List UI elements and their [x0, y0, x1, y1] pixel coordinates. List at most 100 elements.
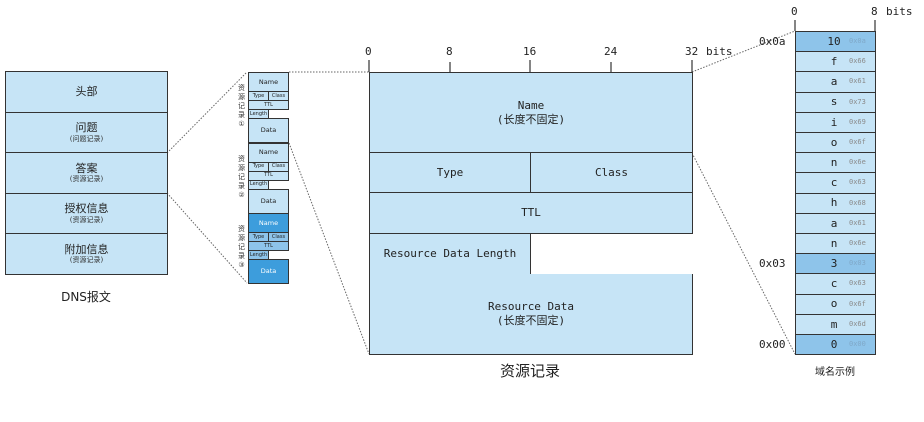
record-label-char: 录 — [238, 111, 245, 119]
byte-char: o — [830, 135, 838, 149]
field-class: Class — [530, 152, 693, 193]
dns-section: 附加信息(资源记录) — [5, 233, 168, 275]
byte-axis-unit: bits — [886, 5, 913, 18]
dns-section-name: 授权信息 — [64, 202, 109, 215]
connector-line — [288, 142, 370, 355]
byte-axis-tick-label: 0 — [791, 5, 798, 18]
connector-line — [166, 71, 248, 154]
dns-section: 问题(问题记录) — [5, 111, 168, 153]
field-ttl: TTL — [369, 192, 693, 234]
dns-section-name: 答案 — [75, 161, 98, 175]
byte-hex: 0x6f — [849, 299, 866, 308]
connector-line — [691, 30, 796, 73]
byte-char: i — [830, 115, 838, 129]
record-name: Name — [248, 213, 289, 233]
record-label-char: 录 — [238, 181, 245, 190]
dns-section-sub: (资源记录) — [69, 256, 104, 265]
byte-axis-tick-label: 8 — [871, 5, 878, 18]
dns-section: 头部 — [5, 71, 168, 113]
field-rdata-sub: (长度不固定) — [496, 314, 566, 327]
dns-section-name: 头部 — [75, 84, 98, 98]
byte-char: h — [830, 196, 838, 210]
dns-section-name: 附加信息 — [64, 242, 109, 256]
byte-char: n — [830, 155, 838, 169]
byte-char: m — [830, 317, 838, 331]
record-label-char: ① — [238, 120, 245, 128]
byte-hex: 0x6e — [849, 158, 866, 167]
byte-row: 3 — [795, 253, 876, 275]
axis-unit: bits — [706, 45, 733, 58]
byte-hex: 0x63 — [849, 178, 866, 187]
byte-char: o — [830, 297, 838, 311]
axis-tick-label: 16 — [523, 45, 537, 58]
field-rdata: Resource Data (长度不固定) — [369, 274, 693, 355]
byte-offset-label: 0x03 — [759, 257, 786, 271]
record-data: Data — [248, 259, 289, 284]
record-name: Name — [248, 142, 289, 163]
byte-row: o — [795, 293, 876, 315]
connector-line — [166, 192, 248, 284]
byte-hex: 0x69 — [849, 117, 866, 126]
record-label-char: 记 — [238, 102, 245, 110]
byte-hex: 0x68 — [849, 198, 866, 207]
field-name-label: Name — [517, 98, 545, 112]
byte-hex: 0x61 — [849, 77, 866, 86]
record-label-char: 资 — [238, 225, 245, 233]
field-rdlength: Resource Data Length — [369, 233, 531, 275]
dns-section: 授权信息(资源记录) — [5, 192, 168, 234]
record-data: Data — [248, 118, 289, 143]
byte-char: 3 — [830, 256, 838, 270]
byte-char: a — [830, 75, 838, 89]
axis-tick-label: 24 — [604, 45, 618, 58]
byte-hex: 0x6f — [849, 138, 866, 146]
field-name: Name (长度不固定) — [369, 72, 693, 153]
dns-section: 答案(资源记录) — [5, 152, 168, 194]
axis-tick-label: 0 — [365, 45, 372, 58]
byte-char: n — [830, 236, 838, 250]
record-label-char: 记 — [238, 172, 245, 181]
byte-char: c — [830, 176, 838, 190]
byte-hex: 0x03 — [849, 259, 866, 268]
record-label-char: ② — [238, 190, 245, 199]
field-name-sub: (长度不固定) — [496, 112, 566, 126]
record-label-char: 源 — [238, 93, 245, 101]
record-data: Data — [248, 188, 289, 214]
record-label-char: 记 — [238, 243, 245, 251]
record-label-char: 资 — [238, 154, 245, 163]
record-label-char: 源 — [238, 163, 245, 172]
connector-line — [691, 152, 796, 355]
record-label-char: ③ — [238, 261, 245, 269]
byte-hex: 0x0a — [849, 37, 866, 45]
resource-record-caption: 资源记录 — [499, 362, 560, 380]
byte-char: f — [830, 54, 838, 68]
byte-row: 10 — [795, 31, 876, 53]
dns-message-caption: DNS报文 — [61, 290, 111, 304]
byte-char: a — [830, 216, 838, 230]
byte-char: c — [830, 277, 838, 291]
byte-hex: 0x73 — [849, 97, 866, 106]
dns-section-sub: (资源记录) — [69, 215, 104, 224]
byte-offset-label: 0x00 — [759, 338, 786, 351]
axis-tick-label: 32 — [685, 45, 699, 58]
byte-row: 0 — [795, 334, 876, 356]
dns-section-sub: (问题记录) — [69, 134, 104, 143]
byte-char: 10 — [827, 34, 841, 48]
byte-offset-label: 0x0a — [759, 35, 786, 48]
field-rdata-label: Resource Data — [487, 300, 575, 314]
axis-tick-label: 8 — [446, 45, 453, 58]
byte-hex: 0x61 — [849, 218, 866, 227]
field-type: Type — [369, 152, 531, 193]
byte-hex: 0x00 — [849, 340, 866, 348]
record-label-char: 录 — [238, 252, 245, 260]
byte-hex: 0x6e — [849, 239, 866, 247]
dns-section-name: 问题 — [75, 121, 98, 134]
record-name: Name — [248, 72, 289, 92]
byte-char: 0 — [830, 337, 838, 351]
domain-example-caption: 域名示例 — [815, 367, 855, 378]
record-label-char: 源 — [238, 234, 245, 242]
